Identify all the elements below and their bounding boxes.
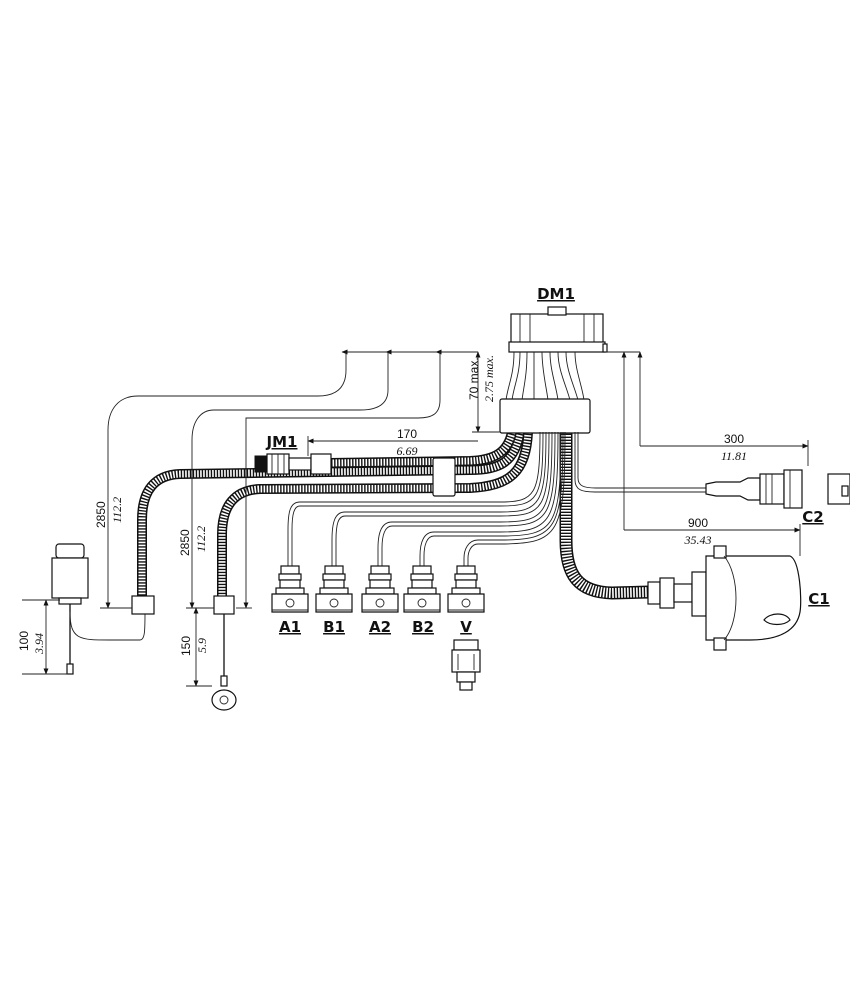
c1-label: C1: [808, 590, 829, 608]
dim-2850b-metric: 2850: [178, 529, 192, 556]
sensor-connectors: A1 B1 A2 B2 V: [271, 565, 485, 691]
dim-900-metric: 900: [688, 516, 708, 530]
a2-label: A2: [369, 618, 391, 636]
connector-b1[interactable]: [315, 565, 353, 613]
a1-label: A1: [279, 618, 301, 636]
connector-a2[interactable]: [361, 565, 399, 613]
ring-terminal: [211, 595, 237, 711]
jm1-connector[interactable]: JM1: [254, 433, 332, 475]
dm1-label: DM1: [537, 285, 575, 303]
jm1-label: JM1: [266, 433, 298, 451]
dim-170-inch: 6.69: [397, 444, 418, 458]
dim-2850a-inch: 112.2: [110, 497, 124, 523]
dim-70-metric: 70 max.: [467, 357, 481, 400]
c2-label: C2: [802, 508, 823, 526]
dim-300-metric: 300: [724, 432, 744, 446]
dim-2850a-metric: 2850: [94, 501, 108, 528]
dimension-labels: 70 max. 2.75 max. 170 6.69 300 11.81 900…: [17, 355, 747, 656]
branch-wires: [287, 431, 706, 566]
dim-2850b-inch: 112.2: [194, 526, 208, 552]
harness-conduits: [137, 430, 651, 600]
connector-a1[interactable]: [271, 565, 309, 613]
b1-label: B1: [323, 618, 345, 636]
v-mating-connector: [451, 639, 481, 691]
b2-label: B2: [412, 618, 434, 636]
dim-170-metric: 170: [397, 427, 417, 441]
dimension-lines: [22, 349, 809, 687]
dm1-connector[interactable]: DM1: [499, 285, 608, 434]
dim-300-inch: 11.81: [721, 449, 747, 463]
c1-connector[interactable]: C1: [647, 545, 830, 651]
v-label: V: [460, 618, 472, 636]
dim-70-inch: 2.75 max.: [482, 355, 496, 402]
dim-900-inch: 35.43: [684, 533, 712, 547]
dim-100-inch: 3.94: [32, 633, 46, 655]
connector-v[interactable]: [447, 565, 485, 613]
dim-100-metric: 100: [17, 631, 31, 651]
pressure-switch[interactable]: [51, 543, 155, 675]
connector-b2[interactable]: [403, 565, 441, 613]
dim-150-metric: 150: [179, 636, 193, 656]
dim-150-inch: 5.9: [195, 638, 209, 653]
c2-connector[interactable]: C2: [705, 469, 850, 526]
